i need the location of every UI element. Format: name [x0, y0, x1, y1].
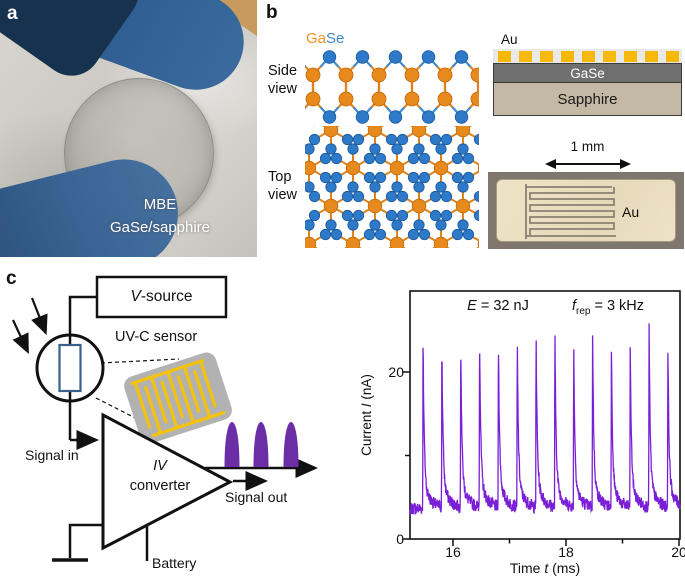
au-finger [519, 50, 532, 62]
panel-b-label: b [266, 2, 278, 23]
x-axis-label: Time t (ms) [509, 560, 581, 576]
light-arrow [12, 319, 29, 354]
micrograph-au-label: Au [622, 204, 640, 220]
au-electrode-strip [493, 49, 682, 63]
scale-bar-arrow [545, 159, 631, 169]
scale-bar-label: 1 mm [570, 139, 605, 154]
top-view-label: Top view [268, 169, 298, 204]
au-finger [582, 50, 595, 62]
au-finger [645, 50, 658, 62]
panel-a-photo: MBE GaSe/sapphire a [0, 0, 257, 257]
au-finger [540, 50, 553, 62]
vsource-label: V-source [130, 288, 193, 305]
au-finger [498, 50, 511, 62]
ground-wire [68, 523, 103, 558]
signal-in-label: Signal in [25, 447, 79, 463]
crystal-top-view [305, 126, 479, 248]
au-finger [603, 50, 616, 62]
axis-ticks [402, 371, 680, 546]
ytick-20: 20 [388, 364, 404, 380]
iv-converter-triangle [101, 412, 234, 551]
legend-ga: Ga [306, 30, 327, 47]
iv-converter-label: IV converter [129, 458, 191, 495]
energy-annotation: E = 32 nJ [467, 298, 529, 314]
sensor-chip-symbol [58, 343, 82, 393]
wire-vsource-to-sensor [68, 295, 97, 335]
signal-out-label: Signal out [225, 489, 288, 505]
au-finger [666, 50, 679, 62]
current-time-chart [402, 290, 681, 546]
light-arrow [30, 297, 48, 336]
ytick-0: 0 [396, 531, 404, 547]
device-micrograph: Au [488, 172, 684, 249]
photocurrent-trace [409, 323, 681, 517]
y-axis-label: Current I (nA) [359, 374, 374, 456]
panel-a-label: a [7, 3, 18, 24]
sensor-3d-icon [124, 352, 232, 444]
au-finger [561, 50, 574, 62]
vsource-box [95, 275, 228, 319]
crystal-side-view [305, 50, 479, 124]
wafer-caption-line1: MBE [143, 196, 177, 213]
xtick-16: 16 [445, 544, 461, 560]
gase-layer: GaSe [493, 63, 682, 82]
legend-se: Se [326, 30, 345, 47]
xtick-20: 20 [671, 544, 685, 560]
xtick-18: 18 [558, 544, 574, 560]
circuit-schematic [12, 275, 318, 562]
battery-label: Battery [152, 555, 197, 571]
sapphire-layer: Sapphire [493, 82, 682, 116]
au-finger [624, 50, 637, 62]
wafer-caption-line2: GaSe/sapphire [109, 219, 211, 236]
gase-legend: GaSe [306, 30, 344, 47]
side-view-label: Side view [268, 63, 298, 98]
uvc-sensor-label: UV-C sensor [115, 329, 198, 345]
interdigitated-electrodes [525, 184, 616, 239]
leader-line [100, 358, 180, 364]
output-pulses [224, 422, 299, 467]
panel-c-label: c [6, 268, 17, 289]
au-electrode-label: Au [501, 32, 518, 47]
frequency-annotation: frep = 3 kHz [571, 298, 645, 317]
